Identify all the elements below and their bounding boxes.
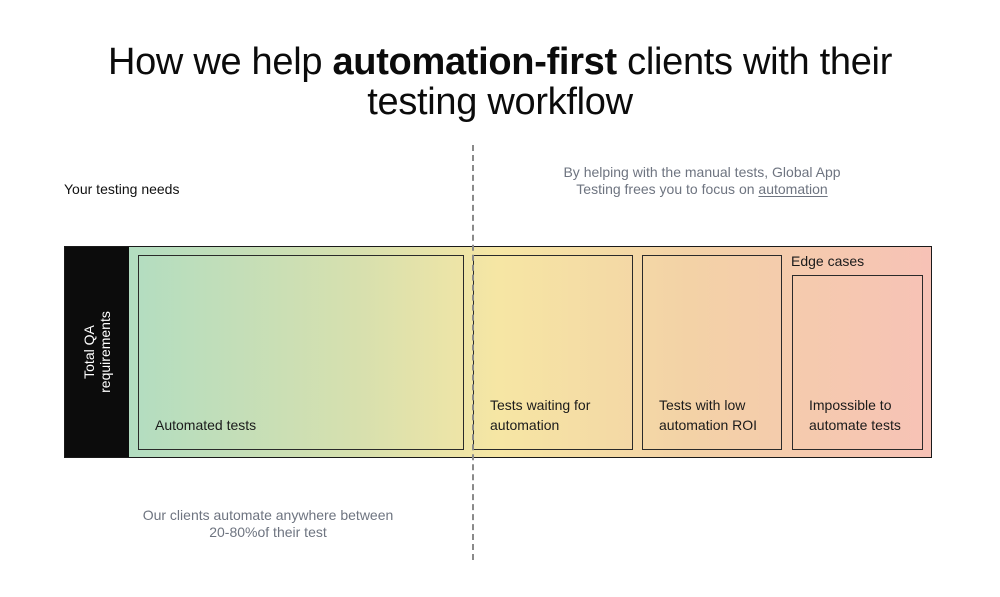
bottom-note-line2: 20-80%of their test <box>209 524 327 540</box>
testing-needs-label: Your testing needs <box>64 181 180 197</box>
low-roi-line1: Tests with low <box>659 397 746 413</box>
tests-waiting-box: Tests waiting for automation <box>473 255 633 450</box>
title-bold: automation-first <box>332 41 617 83</box>
automated-tests-box: Automated tests <box>138 255 464 450</box>
right-note: By helping with the manual tests, Global… <box>540 164 864 198</box>
impossible-tests-box: Impossible to automate tests <box>792 275 923 450</box>
total-qa-label-line1: Total QA <box>81 325 98 379</box>
right-note-line1: By helping with the manual tests, Global… <box>563 164 841 180</box>
right-note-line2-prefix: Testing frees you to focus on <box>576 181 759 197</box>
tests-waiting-label: Tests waiting for automation <box>490 395 590 435</box>
page-title: How we help automation-first clients wit… <box>0 42 1000 122</box>
title-part1: How we help <box>107 41 333 83</box>
title-part2: clients with their <box>616 41 893 83</box>
right-note-line2: Testing frees you to focus on automation <box>540 181 864 198</box>
automated-tests-label: Automated tests <box>155 417 257 433</box>
tests-waiting-line2: automation <box>490 417 560 433</box>
low-roi-line2: automation ROI <box>659 417 758 433</box>
low-roi-tests-box: Tests with low automation ROI <box>642 255 782 450</box>
edge-cases-label: Edge cases <box>791 253 865 269</box>
tests-waiting-line1: Tests waiting for <box>490 397 591 413</box>
impossible-line1: Impossible to <box>809 397 892 413</box>
dashed-divider <box>472 145 474 560</box>
total-qa-label-line2: requirements <box>97 311 114 393</box>
title-line2: testing workflow <box>367 81 633 123</box>
low-roi-label: Tests with low automation ROI <box>659 395 757 435</box>
bottom-note-line1: Our clients automate anywhere between <box>142 507 394 523</box>
automation-link[interactable]: automation <box>758 181 828 197</box>
impossible-label: Impossible to automate tests <box>809 395 901 435</box>
bottom-note: Our clients automate anywhere between 20… <box>118 507 418 541</box>
impossible-line2: automate tests <box>809 417 901 433</box>
